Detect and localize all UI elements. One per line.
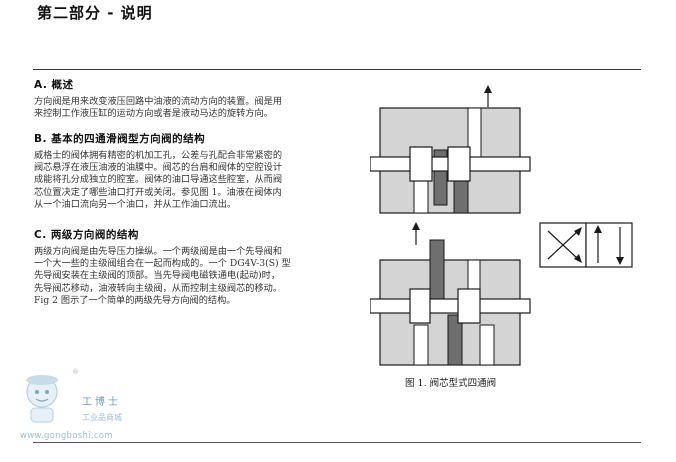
watermark-brand: 工博士 xyxy=(82,397,121,408)
spool-land xyxy=(409,288,431,324)
watermark-subtitle: 工业品商城 xyxy=(82,413,122,422)
section-heading: C. 两级方向阀的结构 xyxy=(34,229,139,241)
port-passage xyxy=(479,324,495,366)
port-passage xyxy=(413,324,429,366)
header-rule xyxy=(33,69,641,70)
watermark-logo-icon xyxy=(26,375,58,423)
port-passage xyxy=(447,314,463,366)
flow-arrowhead xyxy=(412,222,420,230)
watermark-url: www.gongboshi.com xyxy=(20,431,113,441)
figure-caption: 图 1. 阀芯型式四通阀 xyxy=(405,378,497,389)
registered-mark: ® xyxy=(72,368,79,376)
port-passage xyxy=(413,180,429,214)
spool-land xyxy=(457,288,481,324)
page-title: 第二部分 - 说明 xyxy=(37,4,153,22)
section-body: 方向阀是用来改变液压回路中油液的流动方向的装置。阀是用 来控制工作液压缸的运动方… xyxy=(34,96,283,120)
valve-symbol xyxy=(539,222,633,268)
section-body: 威格士的阀体拥有精密的机加工孔，公差与孔配合非常紧密的 阀芯悬浮在液压油液的油膜… xyxy=(34,150,283,210)
section-four-way-spool: B. 基本的四通滑阀型方向阀的结构 威格士的阀体拥有精密的机加工孔，公差与孔配合… xyxy=(34,133,330,211)
spool-land xyxy=(409,146,433,182)
spool-land xyxy=(447,146,471,182)
section-heading: A. 概述 xyxy=(34,79,74,91)
valve-figure xyxy=(370,85,641,385)
port-passage xyxy=(453,180,469,214)
flow-arrowhead xyxy=(484,85,492,93)
section-body: 两级方向阀是由先导压力操纵。一个两级阀是由一个先导阀和 一个大一些的主级阀组合在… xyxy=(34,246,291,306)
section-heading: B. 基本的四通滑阀型方向阀的结构 xyxy=(34,133,206,145)
spool-rod xyxy=(370,298,531,314)
footer-rule xyxy=(33,442,641,443)
spool-valve-diagram xyxy=(370,85,633,366)
section-two-stage: C. 两级方向阀的结构 两级方向阀是由先导压力操纵。一个两级阀是由一个先导阀和 … xyxy=(34,229,330,307)
port-passage xyxy=(429,239,445,301)
section-overview: A. 概述 方向阀是用来改变液压回路中油液的流动方向的装置。阀是用 来控制工作液… xyxy=(34,79,330,120)
